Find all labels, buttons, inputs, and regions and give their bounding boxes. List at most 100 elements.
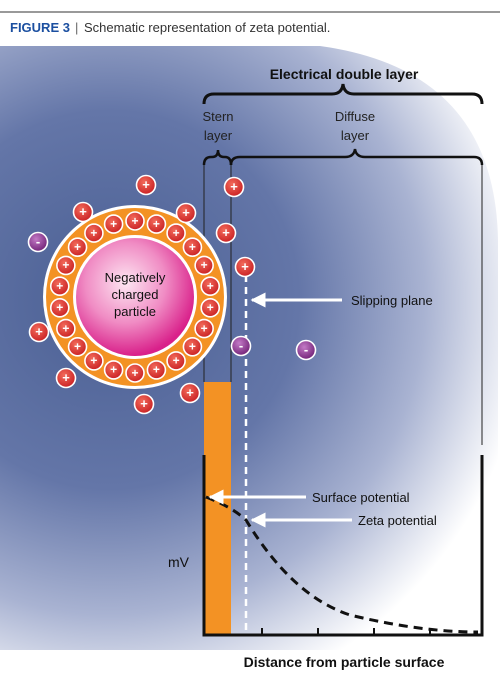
positive-ion-free: + xyxy=(55,367,77,389)
positive-ion-bound-body xyxy=(194,255,214,276)
figure-label: FIGURE 3 xyxy=(10,20,70,35)
positive-ion-free-body xyxy=(135,174,157,196)
stern-brace xyxy=(202,149,233,166)
positive-ion-bound: + xyxy=(67,336,88,357)
positive-ion-free: + xyxy=(135,174,157,196)
stern-layer-band xyxy=(204,382,231,635)
positive-ion-bound: + xyxy=(182,336,203,357)
positive-ion-free-sign: + xyxy=(230,179,238,194)
positive-ion-bound-sign: + xyxy=(201,321,208,335)
positive-ion-bound-body xyxy=(200,276,221,296)
positive-ion-bound-body xyxy=(125,211,145,231)
positive-ion-bound: + xyxy=(56,318,76,339)
positive-ion-free-body xyxy=(215,222,237,244)
positive-ion-bound-body xyxy=(49,276,70,296)
positive-ion-bound-sign: + xyxy=(74,340,81,354)
positive-ion-bound-body xyxy=(56,255,76,276)
positive-ion-bound-body xyxy=(125,363,145,383)
negative-ion: - xyxy=(295,339,317,361)
positive-ion-bound: + xyxy=(146,360,167,380)
negative-ion-sign: - xyxy=(239,338,243,353)
positive-ion-bound: + xyxy=(67,237,88,258)
positive-ion-bound-sign: + xyxy=(207,301,214,315)
figure-caption: Schematic representation of zeta potenti… xyxy=(84,20,330,35)
positive-ion-bound-sign: + xyxy=(56,301,63,315)
positive-ion-free-sign: + xyxy=(182,205,190,220)
positive-ion-free-sign: + xyxy=(142,177,150,192)
positive-ion-free-sign: + xyxy=(140,396,148,411)
positive-ion-bound-body xyxy=(200,298,221,318)
positive-ion-free-sign: + xyxy=(186,385,194,400)
positive-ion-bound-sign: + xyxy=(110,217,117,231)
positive-ion-free: + xyxy=(179,382,201,404)
positive-ion-bound: + xyxy=(84,223,104,243)
positive-ion-bound-sign: + xyxy=(201,258,208,272)
figure-separator: | xyxy=(75,20,78,35)
positive-ion-bound-sign: + xyxy=(153,363,160,377)
diffuse-brace xyxy=(229,148,484,166)
positive-ion-bound: + xyxy=(166,351,186,371)
negatively-charged-particle xyxy=(76,238,194,356)
ions-group: ++++++++++++++++++++++++++++++++--- xyxy=(27,174,317,415)
positive-ion-bound-body xyxy=(56,318,76,339)
double-layer-brace xyxy=(202,83,484,105)
particle-label-line2: charged xyxy=(112,287,159,302)
positive-ion-bound: + xyxy=(103,360,124,380)
positive-ion-free: + xyxy=(133,393,155,415)
positive-ion-bound: + xyxy=(194,255,214,276)
particle-label-line3: particle xyxy=(114,304,156,319)
positive-ion-bound-sign: + xyxy=(90,354,97,368)
positive-ion-free-body xyxy=(175,202,197,224)
positive-ion-free: + xyxy=(28,321,50,343)
stern-layer-label-line2: layer xyxy=(204,128,233,143)
positive-ion-bound: + xyxy=(103,214,124,234)
negative-ion: - xyxy=(230,335,252,357)
potential-axes xyxy=(202,455,484,637)
positive-ion-bound-sign: + xyxy=(189,340,196,354)
positive-ion-free-sign: + xyxy=(222,225,230,240)
surface-potential-label: Surface potential xyxy=(312,490,410,505)
positive-ion-bound-body xyxy=(146,360,167,380)
positive-ion-bound-sign: + xyxy=(62,321,69,335)
y-axis-label: mV xyxy=(168,554,190,570)
positive-ion-free-body xyxy=(133,393,155,415)
positive-ion-free-body xyxy=(28,321,50,343)
positive-ion-free-body xyxy=(223,176,245,198)
positive-ion-bound-sign: + xyxy=(131,366,138,380)
diffuse-layer-label-line2: layer xyxy=(341,128,370,143)
positive-ion-free-sign: + xyxy=(241,259,249,274)
positive-ion-free: + xyxy=(234,256,256,278)
positive-ion-bound-body xyxy=(103,214,124,234)
positive-ion-free: + xyxy=(72,201,94,223)
positive-ion-bound-body xyxy=(182,237,203,258)
positive-ion-bound-sign: + xyxy=(62,258,69,272)
negative-ion-body xyxy=(230,335,252,357)
electrical-double-layer-label: Electrical double layer xyxy=(270,66,419,82)
positive-ion-free: + xyxy=(215,222,237,244)
positive-ion-bound: + xyxy=(200,298,221,318)
positive-ion-free-sign: + xyxy=(62,370,70,385)
positive-ion-bound-sign: + xyxy=(207,279,214,293)
positive-ion-bound-body xyxy=(67,237,88,258)
positive-ion-bound: + xyxy=(125,363,145,383)
positive-ion-bound-body xyxy=(166,223,186,243)
positive-ion-free-body xyxy=(55,367,77,389)
positive-ion-bound-sign: + xyxy=(110,363,117,377)
zeta-potential-label: Zeta potential xyxy=(358,513,437,528)
positive-ion-free: + xyxy=(223,176,245,198)
positive-ion-bound-sign: + xyxy=(173,226,180,240)
diffuse-layer-label-line1: Diffuse xyxy=(335,109,375,124)
potential-decay-curve xyxy=(205,495,479,634)
positive-ion-free-body xyxy=(234,256,256,278)
positive-ion-bound-body xyxy=(194,318,214,339)
positive-ion-bound: + xyxy=(125,211,145,231)
negative-ion-body xyxy=(27,231,49,253)
negative-ion-body xyxy=(295,339,317,361)
negative-ion-sign: - xyxy=(304,342,308,357)
positive-ion-bound-sign: + xyxy=(189,240,196,254)
positive-ion-bound-sign: + xyxy=(153,217,160,231)
stern-layer-label-line1: Stern xyxy=(202,109,233,124)
positive-ion-bound: + xyxy=(200,276,221,296)
x-axis-label: Distance from particle surface xyxy=(244,654,445,670)
